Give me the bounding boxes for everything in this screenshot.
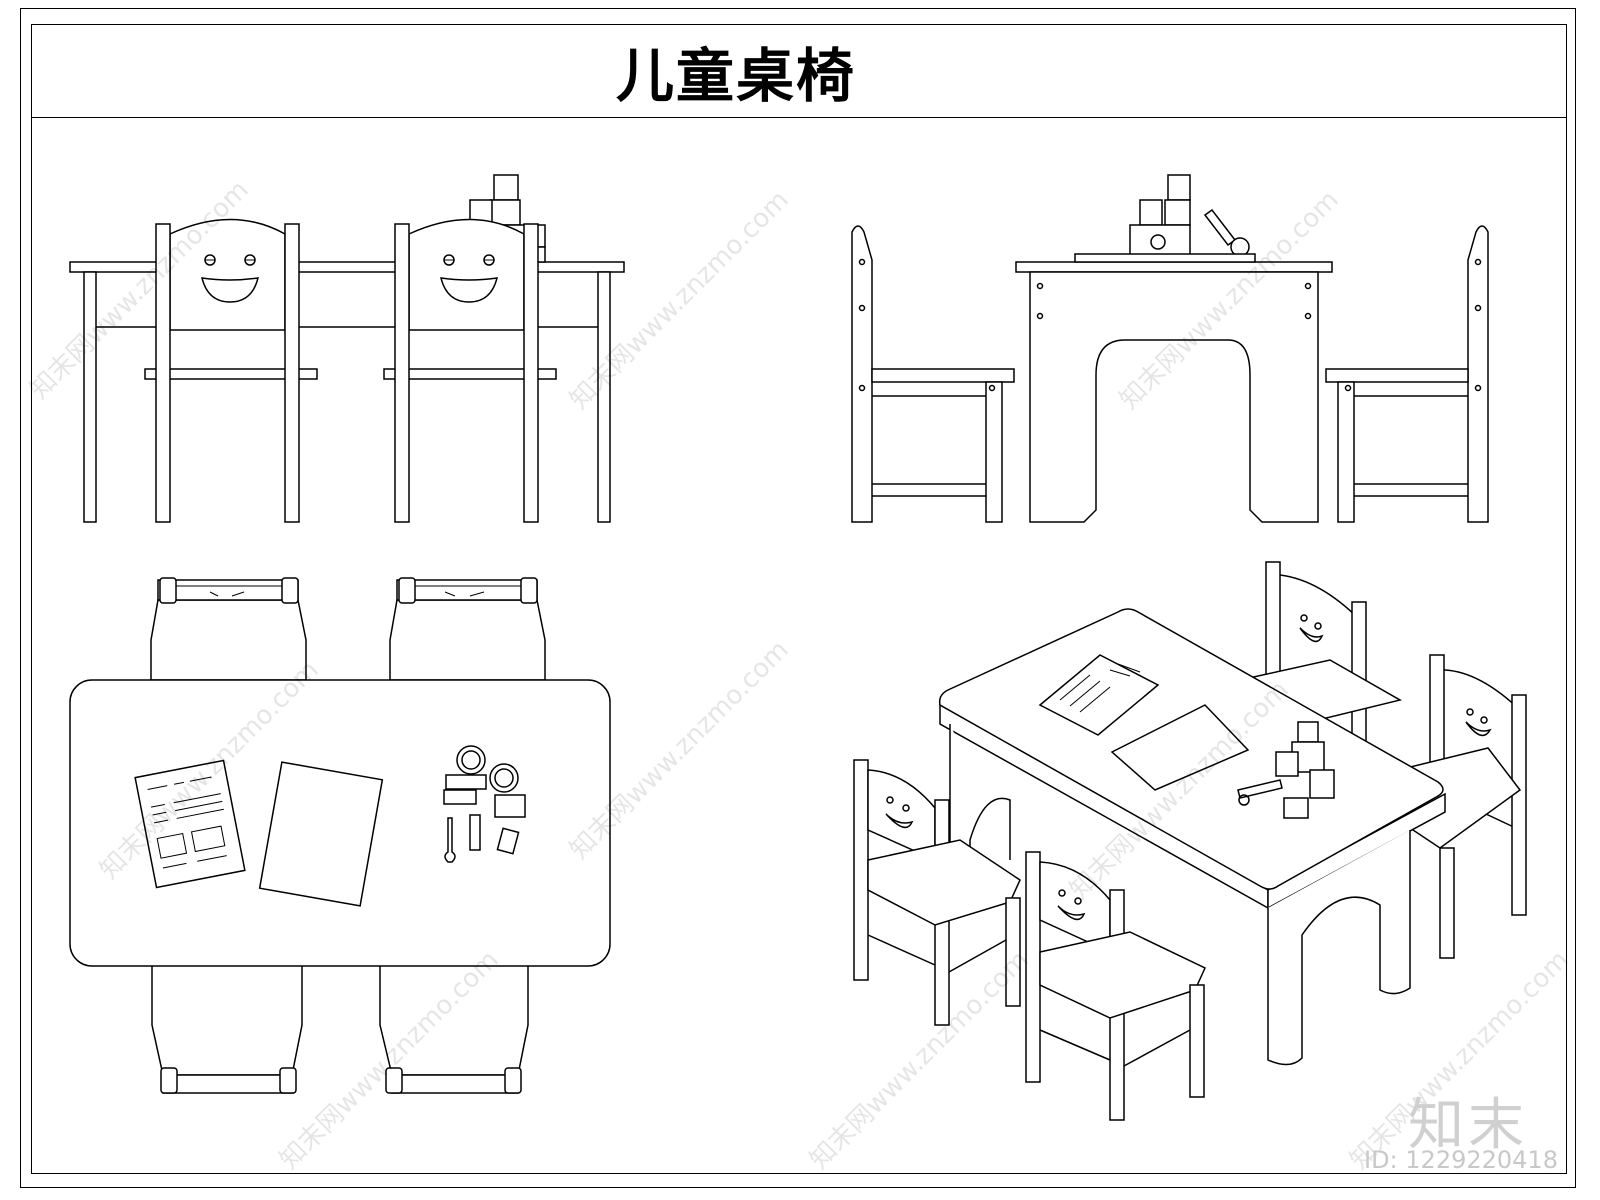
iso-notebook xyxy=(1110,704,1250,791)
plan-chair-top-1 xyxy=(150,577,307,681)
plan-chair-bottom-1 xyxy=(151,959,303,1094)
title-divider xyxy=(31,117,1567,118)
plan-chair-bottom-2 xyxy=(379,959,529,1094)
plan-notebook xyxy=(258,761,384,907)
front-chair-2 xyxy=(383,218,557,523)
drawing-title: 儿童桌椅 xyxy=(616,42,857,110)
plan-chair-top-2 xyxy=(389,577,546,681)
image-id-label: ID: 1229220418 xyxy=(1364,1146,1558,1174)
front-table xyxy=(69,261,625,523)
side-table xyxy=(1015,261,1333,523)
iso-toys xyxy=(1237,721,1335,819)
plan-magazine xyxy=(134,759,246,889)
side-toys xyxy=(1074,174,1256,263)
inner-frame xyxy=(31,24,1567,1174)
outer-frame xyxy=(20,8,1576,1188)
iso-chair-front-1 xyxy=(853,759,1021,1026)
front-elevation xyxy=(69,174,625,523)
plan-view xyxy=(69,577,611,1094)
iso-chair-front-2 xyxy=(1025,851,1206,1121)
iso-chair-back-1 xyxy=(1238,561,1403,743)
iso-chair-back-2 xyxy=(1397,654,1527,959)
brand-watermark: 知末 xyxy=(1408,1093,1528,1158)
side-chair-left xyxy=(851,225,1015,523)
iso-magazine xyxy=(1038,654,1160,736)
side-elevation xyxy=(851,174,1489,523)
side-chair-right xyxy=(1325,225,1489,523)
plan-toys xyxy=(443,745,526,863)
front-chair-1 xyxy=(144,218,318,523)
isometric-view xyxy=(853,561,1527,1121)
